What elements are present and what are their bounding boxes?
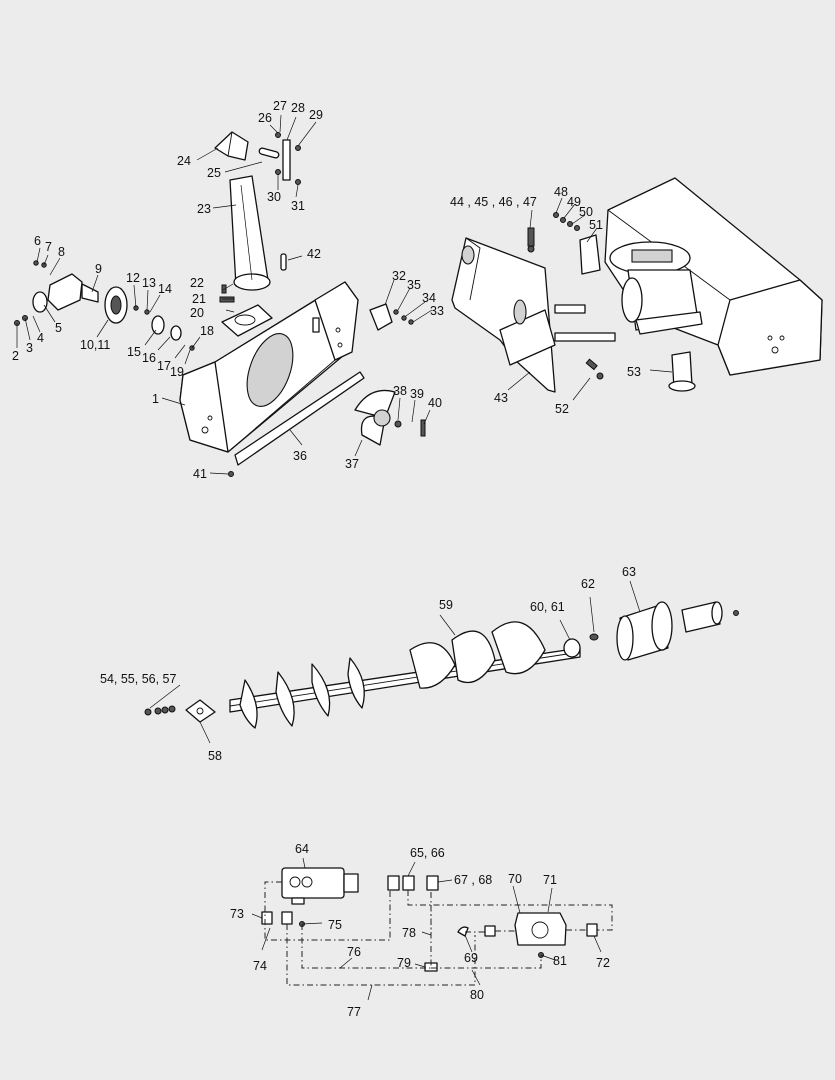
callout-30: 30: [267, 190, 281, 204]
callout-2: 2: [12, 349, 19, 363]
leader-lines: [16, 114, 673, 1001]
callout-43: 43: [494, 391, 508, 405]
callout-65-66: 65, 66: [410, 846, 445, 860]
callout-12: 12: [126, 271, 140, 285]
callout-26: 26: [258, 111, 272, 125]
callout-81: 81: [553, 954, 567, 968]
blower-housing-assembly: [14, 131, 426, 477]
callout-25: 25: [207, 166, 221, 180]
callout-60-61: 60, 61: [530, 600, 565, 614]
callout-28: 28: [291, 101, 305, 115]
callout-77: 77: [347, 1005, 361, 1019]
callout-80: 80: [470, 988, 484, 1002]
callout-58: 58: [208, 749, 222, 763]
callout-19: 19: [170, 365, 184, 379]
callout-63: 63: [622, 565, 636, 579]
callout-48: 48: [554, 185, 568, 199]
callout-13: 13: [142, 276, 156, 290]
callout-18: 18: [200, 324, 214, 338]
callout-78: 78: [402, 926, 416, 940]
callout-51: 51: [589, 218, 603, 232]
callout-72: 72: [596, 956, 610, 970]
callout-23: 23: [197, 202, 211, 216]
callout-17: 17: [157, 359, 171, 373]
callout-73: 73: [230, 907, 244, 921]
callout-52: 52: [555, 402, 569, 416]
callout-37: 37: [345, 457, 359, 471]
callout-34: 34: [422, 291, 436, 305]
callout-33: 33: [430, 304, 444, 318]
callout-15: 15: [127, 345, 141, 359]
part-callouts: 1 2 3 4 5 6 7 8 9 10,11 12 13 14 15 16 1…: [12, 99, 641, 1019]
callout-74: 74: [253, 959, 267, 973]
callout-62: 62: [581, 577, 595, 591]
callout-6: 6: [34, 234, 41, 248]
callout-31: 31: [291, 199, 305, 213]
hydraulic-schematic: [261, 867, 613, 986]
callout-22: 22: [190, 276, 204, 290]
callout-53: 53: [627, 365, 641, 379]
callout-1: 1: [152, 392, 159, 406]
callout-67-68: 67 , 68: [454, 873, 492, 887]
callout-42: 42: [307, 247, 321, 261]
callout-50: 50: [579, 205, 593, 219]
callout-7: 7: [45, 240, 52, 254]
callout-16: 16: [142, 351, 156, 365]
callout-59: 59: [439, 598, 453, 612]
callout-4: 4: [37, 331, 44, 345]
callout-20: 20: [190, 306, 204, 320]
callout-5: 5: [55, 321, 62, 335]
callout-21: 21: [192, 292, 206, 306]
callout-39: 39: [410, 387, 424, 401]
callout-44-47: 44 , 45 , 46 , 47: [450, 195, 537, 209]
callout-71: 71: [543, 873, 557, 887]
callout-41: 41: [193, 467, 207, 481]
callout-70: 70: [508, 872, 522, 886]
callout-36: 36: [293, 449, 307, 463]
auger-assembly: [144, 601, 739, 729]
callout-14: 14: [158, 282, 172, 296]
callout-29: 29: [309, 108, 323, 122]
hitch-and-housing-assembly: [451, 177, 823, 393]
callout-76: 76: [347, 945, 361, 959]
callout-9: 9: [95, 262, 102, 276]
callout-40: 40: [428, 396, 442, 410]
callout-24: 24: [177, 154, 191, 168]
callout-54-57: 54, 55, 56, 57: [100, 672, 177, 686]
callout-3: 3: [26, 341, 33, 355]
callout-27: 27: [273, 99, 287, 113]
callout-10-11: 10,11: [80, 338, 110, 352]
callout-38: 38: [393, 384, 407, 398]
callout-32: 32: [392, 269, 406, 283]
callout-35: 35: [407, 278, 421, 292]
callout-49: 49: [567, 195, 581, 209]
callout-69: 69: [464, 951, 478, 965]
callout-79: 79: [397, 956, 411, 970]
callout-8: 8: [58, 245, 65, 259]
callout-75: 75: [328, 918, 342, 932]
callout-64: 64: [295, 842, 309, 856]
